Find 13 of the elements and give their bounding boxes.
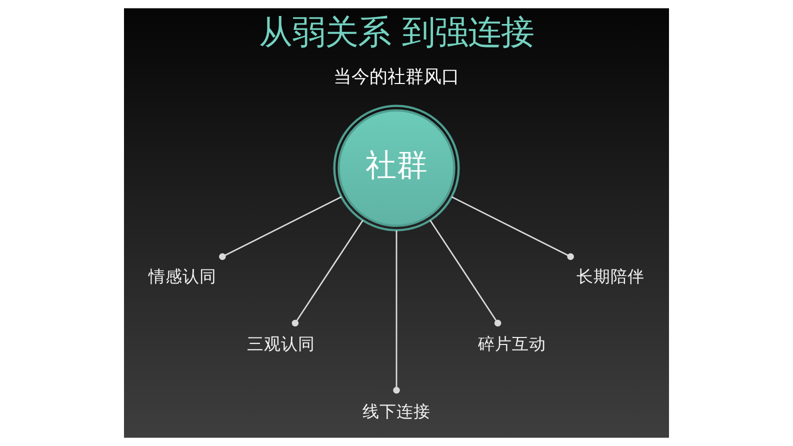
node-circle: 社群 <box>333 104 460 232</box>
connector <box>393 230 400 394</box>
diagram-title: 从弱关系 到强连接 <box>259 12 534 52</box>
connector <box>430 220 502 326</box>
node-text: 碎片互动 <box>478 334 546 354</box>
node-text: 三观认同 <box>247 334 316 354</box>
connector <box>219 196 342 260</box>
node-text: 线下连接 <box>362 402 430 422</box>
label: 当今的社群风口 <box>334 67 460 88</box>
node-text: 长期陪伴 <box>576 266 645 286</box>
connector <box>292 220 364 326</box>
node-text: 情感认同 <box>148 266 216 286</box>
connector <box>451 196 574 260</box>
